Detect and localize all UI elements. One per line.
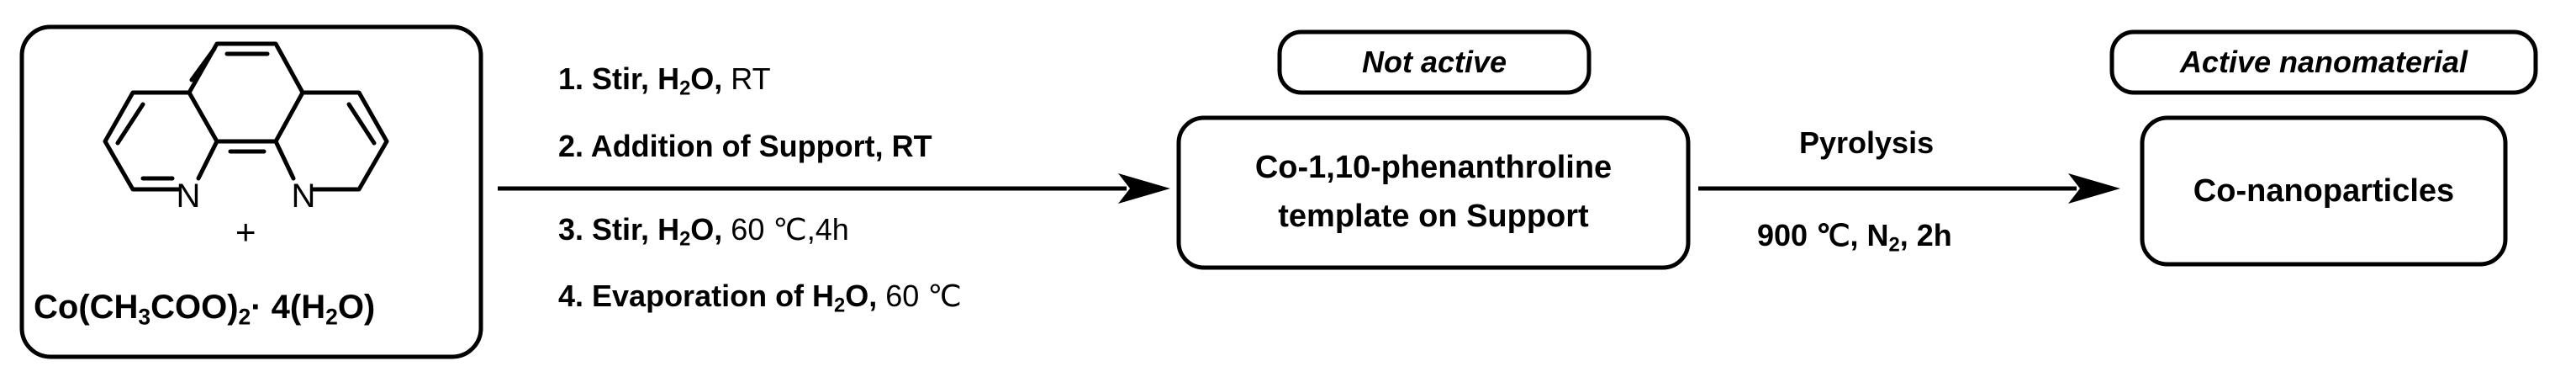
product-box [2140,115,2508,267]
step1-line1: 1. Stir, H2O, RT [558,61,771,100]
intermediate-line1: Co-1,10-phenanthroline [1254,150,1613,185]
arrow-step2 [1698,173,2120,204]
nitrogen-left: N [177,178,201,215]
step1-line2: 2. Addition of Support, RT [558,129,932,163]
not-active-label: Not active [1361,45,1507,79]
intermediate-line2: template on Support [1278,199,1589,234]
pyrolysis-label: Pyrolysis [1799,125,1935,160]
phenanthroline-structure [103,41,389,192]
product-label: Co-nanoparticles [2193,173,2455,209]
intermediate-box [1176,115,1691,270]
cobalt-acetate-formula: Co(CH3COO)2· 4(H2O) [34,289,376,330]
reactant-box [19,24,483,359]
step2-conditions: 900 ℃, N2, 2h [1757,218,1952,257]
active-nanomaterial-label: Active nanomaterial [2179,45,2468,79]
nitrogen-right: N [292,178,316,215]
step1-line4: 4. Evaporation of H2O, 60 ℃ [558,279,962,317]
step1-line3: 3. Stir, H2O, 60 ℃,4h [558,212,849,251]
arrow-step1 [498,173,1170,204]
plus-sign: + [235,212,256,252]
active-tag-box [2109,29,2538,95]
not-active-tag-box [1277,29,1592,95]
